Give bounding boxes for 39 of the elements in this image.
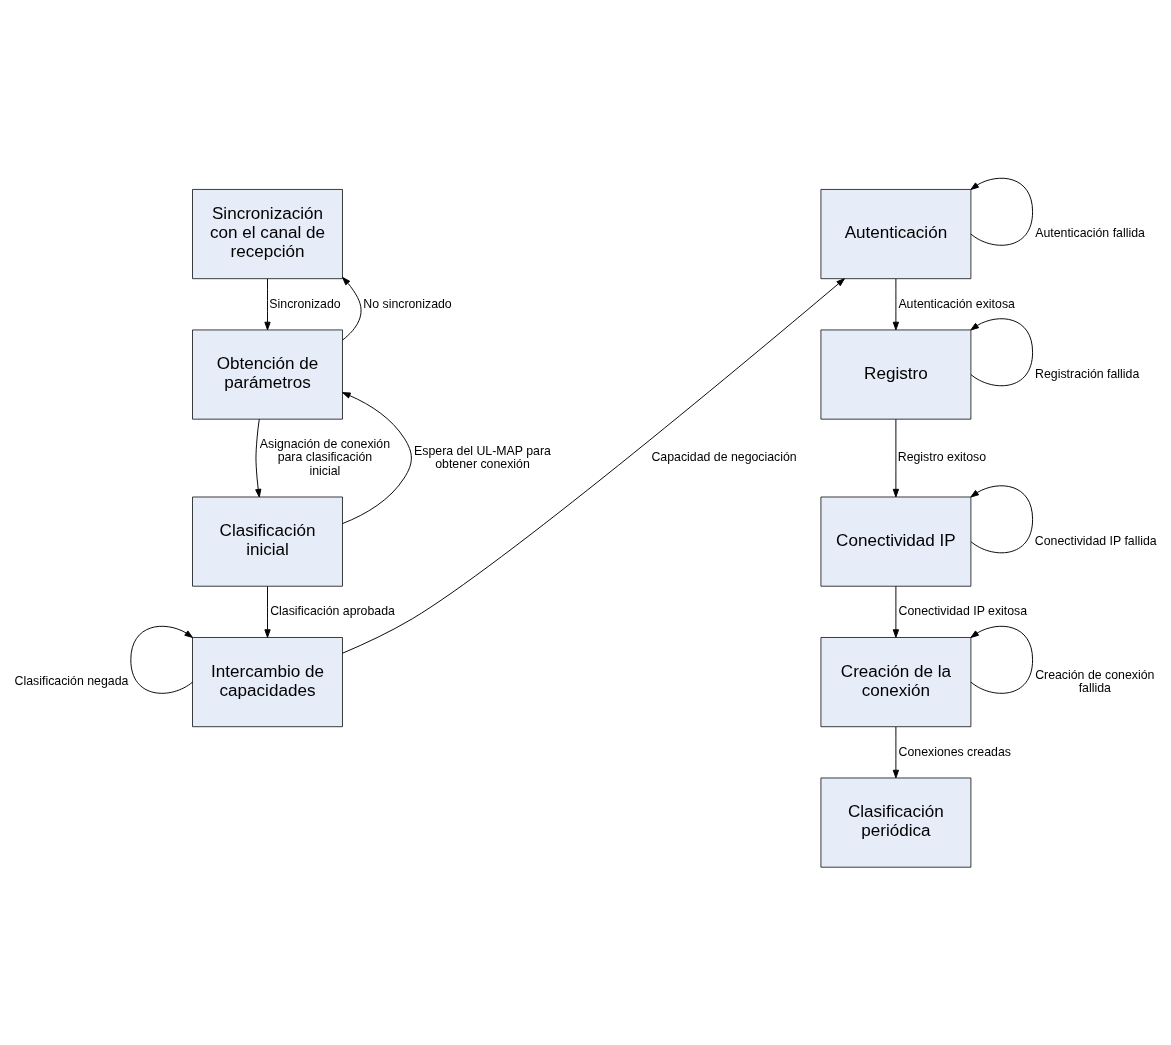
arrow [892, 585, 900, 638]
node-box: Clasificación periódica [820, 777, 972, 868]
edge-label: Conectividad IP exitosa [898, 604, 1028, 619]
node-box: Registro [820, 329, 972, 420]
edge-label: No sincronizado [363, 296, 452, 311]
arrow [342, 392, 412, 525]
edge-label: Clasificación aprobada [270, 604, 395, 619]
edge-label: Sincronizado [269, 296, 341, 311]
arrow [130, 625, 193, 694]
arrow [264, 278, 271, 331]
edge-label: Clasificación negada [14, 674, 129, 689]
edge-label: Conexiones creadas [898, 744, 1011, 759]
edge-label: Autenticación exitosa [898, 296, 1015, 311]
node-box: Intercambio de capacidades [192, 637, 343, 728]
node-box: Autenticación [820, 189, 972, 280]
edge-label: Capacidad de negociación [651, 450, 797, 465]
arrow [264, 585, 271, 638]
arrow [892, 418, 900, 498]
arrow [970, 625, 1034, 694]
edge-label: Creación de conexión fallida [1035, 667, 1155, 695]
arrow [892, 278, 900, 331]
node-box: Sincronización con el canal de recepción [192, 189, 343, 280]
arrow [342, 276, 362, 341]
arrow [970, 177, 1034, 246]
arrow [892, 726, 900, 779]
arrow [970, 318, 1034, 387]
node-box: Clasificación inicial [192, 496, 343, 587]
edge-label: Registración fallida [1035, 366, 1140, 381]
node-box: Obtención de parámetros [192, 329, 343, 420]
node-box: Creación de la conexión [820, 637, 972, 728]
edge-label: Espera del UL-MAP para obtener conexión [414, 443, 551, 471]
arrow [255, 418, 262, 498]
edge-label: Registro exitoso [897, 450, 987, 465]
node-box: Conectividad IP [820, 496, 972, 587]
edge-label: Asignación de conexión para clasificación inicial [259, 437, 391, 478]
edge-label: Conectividad IP fallida [1034, 533, 1157, 548]
arrow [970, 485, 1034, 554]
edge-label: Autenticación fallida [1035, 226, 1145, 241]
arrow [342, 278, 845, 654]
